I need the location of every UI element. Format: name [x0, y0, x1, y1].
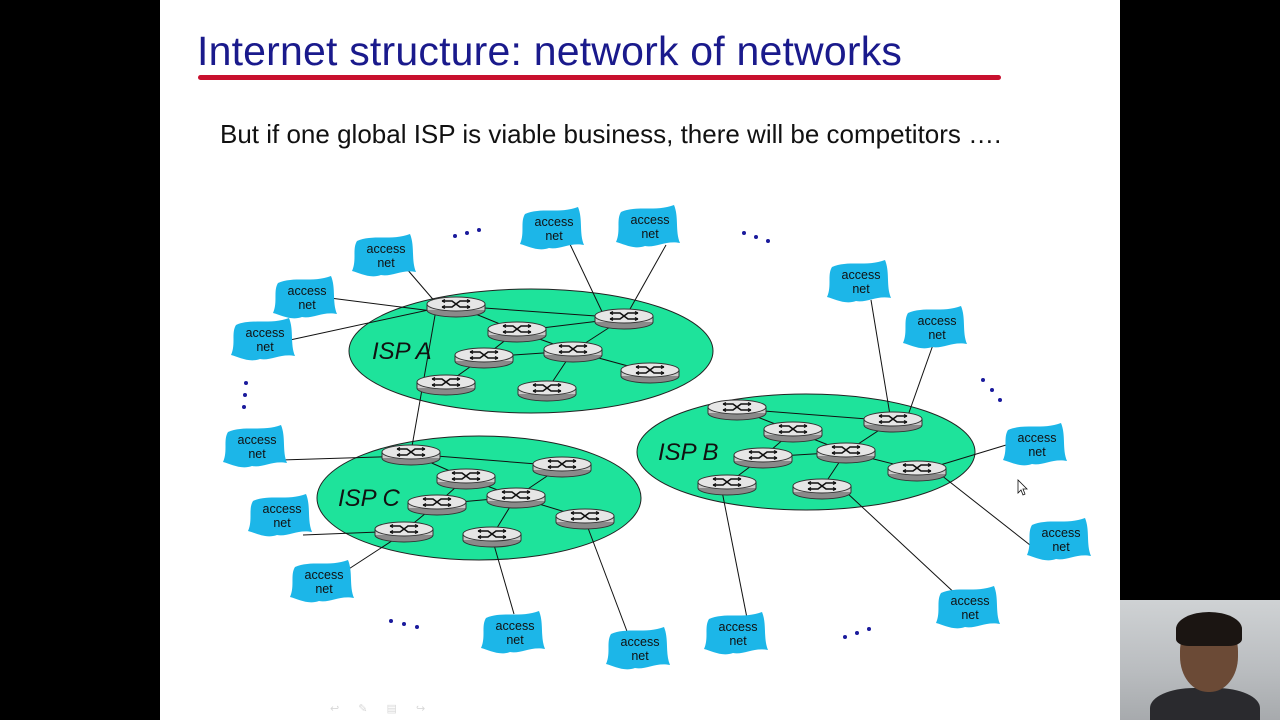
- access-net-label: access: [621, 635, 660, 649]
- access-net-label: access: [719, 620, 758, 634]
- router-icon: [863, 411, 923, 433]
- router-icon: [707, 399, 767, 421]
- ellipsis-dots: [242, 228, 1002, 639]
- access-net-label: access: [246, 326, 285, 340]
- access-net-label: net: [506, 633, 524, 647]
- router-icon: [532, 456, 592, 478]
- mouse-cursor-icon: [1017, 479, 1028, 496]
- router-icon: [381, 444, 441, 466]
- bullet-text: But if one global ISP is viable business…: [220, 119, 1002, 149]
- access-net-label: access: [238, 433, 277, 447]
- access-net-label: access: [496, 619, 535, 633]
- access-net-label: net: [545, 229, 563, 243]
- access-net-label: access: [535, 215, 574, 229]
- router-icon: [594, 308, 654, 330]
- access-net-label: net: [298, 298, 316, 312]
- isp-label: ISP B: [658, 439, 718, 466]
- access-net-label: net: [729, 634, 747, 648]
- router-icon: [733, 447, 793, 469]
- router-icon: [543, 341, 603, 363]
- router-icon: [487, 321, 547, 343]
- access-net-label: access: [367, 242, 406, 256]
- access-net-label: access: [918, 314, 957, 328]
- access-net-label: net: [1028, 445, 1046, 459]
- access-net-label: net: [928, 328, 946, 342]
- access-net-label: access: [1018, 431, 1057, 445]
- router-icon: [792, 478, 852, 500]
- access-net-label: net: [256, 340, 274, 354]
- access-net-label: net: [961, 608, 979, 622]
- access-net-label: access: [288, 284, 327, 298]
- page-title: Internet structure: network of networks: [197, 28, 903, 74]
- router-icon: [374, 521, 434, 543]
- router-icon: [816, 442, 876, 464]
- router-icon: [486, 487, 546, 509]
- access-net-label: access: [951, 594, 990, 608]
- router-icon: [436, 468, 496, 490]
- access-net-label: net: [641, 227, 659, 241]
- router-icon: [462, 526, 522, 548]
- router-icon: [426, 296, 486, 318]
- access-net-label: access: [263, 502, 302, 516]
- router-icon: [517, 380, 577, 402]
- access-net-label: net: [1052, 540, 1070, 554]
- access-net-label: access: [305, 568, 344, 582]
- access-nets: accessnetaccessnetaccessnetaccessnetacce…: [223, 205, 1091, 670]
- access-net-label: net: [248, 447, 266, 461]
- access-net-label: net: [315, 582, 333, 596]
- router-icon: [763, 421, 823, 443]
- isp-label: ISP A: [372, 338, 432, 365]
- access-net-label: net: [852, 282, 870, 296]
- access-net-label: access: [631, 213, 670, 227]
- router-icon: [407, 494, 467, 516]
- router-icon: [454, 347, 514, 369]
- router-icon: [887, 460, 947, 482]
- access-net-label: access: [1042, 526, 1081, 540]
- router-icon: [416, 374, 476, 396]
- title-underline: [198, 75, 1001, 80]
- access-net-label: net: [377, 256, 395, 270]
- presenter-hair: [1176, 612, 1242, 646]
- router-icon: [697, 474, 757, 496]
- access-net-label: net: [273, 516, 291, 530]
- presenter-shoulders: [1150, 688, 1260, 720]
- router-icon: [620, 362, 680, 384]
- slide-nav-controls[interactable]: ↩ ✎ ▤ ↪: [330, 703, 434, 715]
- router-icon: [555, 508, 615, 530]
- presenter-video: [1120, 600, 1280, 720]
- access-net-label: net: [631, 649, 649, 663]
- access-net-label: access: [842, 268, 881, 282]
- isp-label: ISP C: [338, 485, 400, 512]
